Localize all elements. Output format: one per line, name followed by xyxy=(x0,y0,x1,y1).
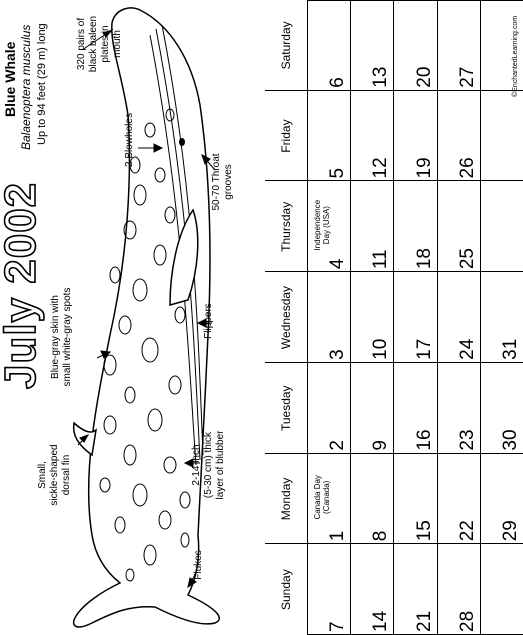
calendar-grid: Sunday Monday Tuesday Wednesday Thursday Frid… xyxy=(265,0,523,635)
calendar-date[interactable]: 24 xyxy=(456,338,478,360)
calendar-date[interactable]: 19 xyxy=(413,157,435,179)
label-blowholes: 2 Blowholes xyxy=(124,113,135,167)
day-header-saturday: Saturday xyxy=(279,21,293,70)
day-header-friday: Friday xyxy=(279,119,293,153)
calendar-date[interactable]: 9 xyxy=(370,440,392,451)
whale-body xyxy=(72,7,220,628)
calendar-date[interactable]: 15 xyxy=(413,520,435,542)
page-title: July 2002 xyxy=(0,181,46,390)
calendar-date[interactable]: 23 xyxy=(456,429,478,451)
calendar-date[interactable]: 27 xyxy=(456,66,478,88)
whale-length: Up to 94 feet (29 m) long xyxy=(36,23,48,145)
whale-eye xyxy=(179,138,185,146)
whale-flipper xyxy=(169,208,199,306)
day-header-monday: Monday xyxy=(279,477,293,521)
holiday-canada: Canada Day(Canada) xyxy=(313,475,331,520)
label-dorsal-fin: Small, sickle-shaped dorsal fin xyxy=(37,444,72,506)
calendar-date[interactable]: 5 xyxy=(327,167,349,179)
label-flukes: Flukes xyxy=(193,550,204,580)
calendar-date[interactable]: 20 xyxy=(413,66,435,88)
whale-latin-name: Balaenoptera musculus xyxy=(19,24,33,150)
calendar-date[interactable]: 13 xyxy=(370,66,392,88)
calendar-date[interactable]: 28 xyxy=(456,610,478,632)
label-baleen: 320 pairs of black baleen plates in mout… xyxy=(76,15,123,73)
grid-line xyxy=(265,180,523,182)
label-blubber: 2-14 inch (5-30 cm) thick layer of blubb… xyxy=(191,430,226,500)
label-throat-grooves: 50-70 Throat grooves xyxy=(211,153,234,211)
grid-line xyxy=(479,0,481,635)
calendar-date[interactable]: 2 xyxy=(327,440,349,451)
calendar-date[interactable]: 18 xyxy=(413,248,435,270)
whale-name: Blue Whale xyxy=(2,41,18,117)
whale-illustration xyxy=(72,7,220,628)
calendar-date[interactable]: 10 xyxy=(370,338,392,360)
calendar-date[interactable]: 30 xyxy=(500,429,521,451)
calendar-date[interactable]: 29 xyxy=(500,520,521,542)
calendar-date[interactable]: 22 xyxy=(456,520,478,542)
grid-line xyxy=(307,0,523,2)
calendar-date[interactable]: 3 xyxy=(327,349,349,360)
grid-line xyxy=(350,0,352,635)
day-header-wednesday: Wednesday xyxy=(279,285,293,350)
day-header-sunday: Sunday xyxy=(279,569,293,610)
calendar-date[interactable]: 17 xyxy=(413,338,435,360)
grid-line xyxy=(265,89,523,91)
calendar-date[interactable]: 31 xyxy=(500,338,521,360)
calendar-date[interactable]: 4 xyxy=(327,258,349,270)
label-skin: Blue-gray skin with small white-gray spo… xyxy=(50,287,73,387)
calendar-date[interactable]: 8 xyxy=(370,530,392,542)
calendar-date[interactable]: 6 xyxy=(327,77,349,88)
day-header-thursday: Thursday xyxy=(279,201,293,252)
calendar-date[interactable]: 7 xyxy=(327,621,349,632)
grid-line xyxy=(307,0,308,635)
calendar-date[interactable]: 26 xyxy=(456,157,478,179)
copyright: ©EnchantedLearning.com xyxy=(512,15,519,97)
grid-line xyxy=(265,271,523,273)
calendar-date[interactable]: 25 xyxy=(456,248,478,270)
grid-line xyxy=(265,361,523,363)
grid-line xyxy=(265,543,523,545)
calendar-date[interactable]: 1 xyxy=(327,530,349,542)
label-flippers: Flippers xyxy=(203,303,214,339)
calendar-date[interactable]: 12 xyxy=(370,157,392,179)
grid-line xyxy=(265,452,523,454)
calendar-date[interactable]: 11 xyxy=(370,249,392,270)
day-header-tuesday: Tuesday xyxy=(279,385,293,432)
calendar-date[interactable]: 16 xyxy=(413,429,435,451)
grid-line xyxy=(393,0,395,635)
calendar-date[interactable]: 21 xyxy=(413,610,435,632)
calendar-date[interactable]: 14 xyxy=(370,610,392,632)
grid-line xyxy=(436,0,438,635)
